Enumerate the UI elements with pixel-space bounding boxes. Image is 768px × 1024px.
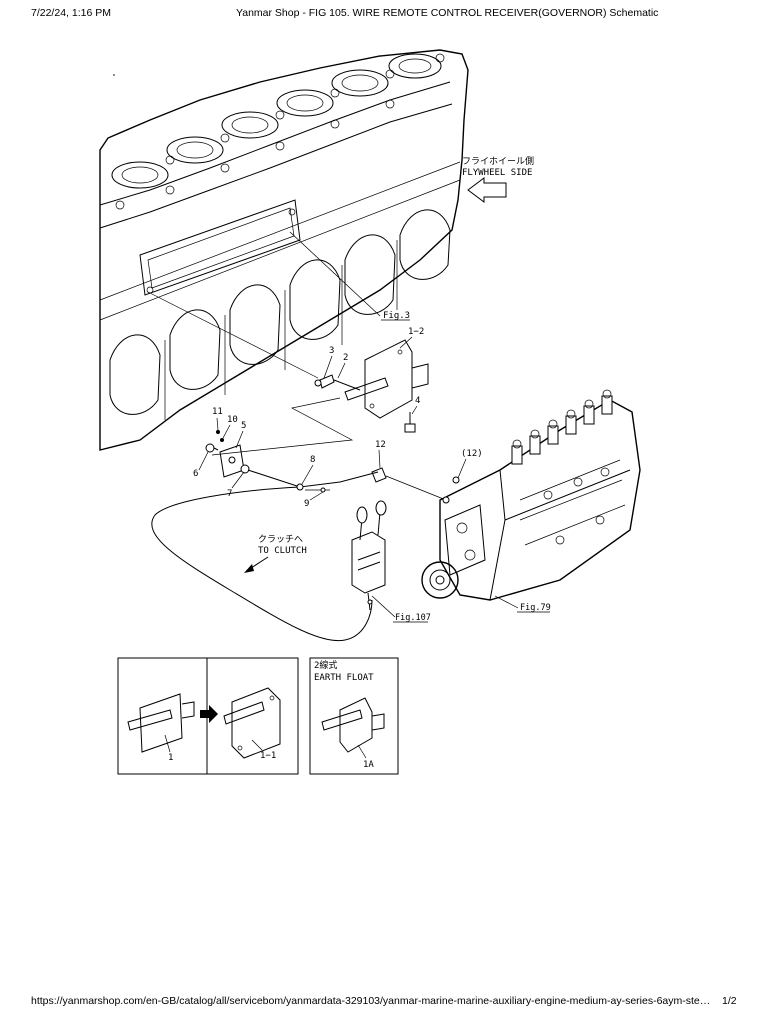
- flywheel-direction-arrow-icon: [467, 177, 507, 203]
- detail-box-bracket-replacement: [117, 657, 299, 775]
- fuel-injection-pump-illustration: [421, 389, 641, 601]
- callout-9: 9: [304, 499, 309, 509]
- callout-1: 1: [168, 753, 173, 763]
- callout-8: 8: [310, 455, 315, 465]
- callout-6: 6: [193, 469, 198, 479]
- detail-box-earth-float: 2線式 EARTH FLOAT: [309, 657, 399, 775]
- callout-5: 5: [241, 421, 246, 431]
- remote-control-head: [351, 500, 387, 611]
- bolt-part-4: [404, 412, 416, 433]
- replacement-arrow-icon: [200, 705, 218, 723]
- print-datetime: 7/22/24, 1:16 PM: [31, 7, 111, 19]
- callout-12: 12: [375, 440, 386, 450]
- callout-12-parenthetical: (12): [461, 449, 483, 459]
- print-page-title: Yanmar Shop - FIG 105. WIRE REMOTE CONTR…: [236, 7, 659, 19]
- to-clutch-en-label: TO CLUTCH: [258, 546, 307, 556]
- fig-107-reference: Fig.107: [395, 613, 431, 623]
- callout-2: 2: [343, 353, 348, 363]
- engine-block-illustration: [99, 49, 469, 451]
- flywheel-side-en-label: FLYWHEEL SIDE: [462, 168, 532, 178]
- print-page-number: 1/2: [722, 995, 737, 1007]
- flywheel-side-jp-label: フライホイール側: [462, 155, 534, 167]
- callout-3: 3: [329, 346, 334, 356]
- callout-1a: 1A: [363, 760, 374, 770]
- callout-1-2: 1−2: [408, 327, 424, 337]
- earth-float-jp-label: 2線式: [314, 659, 337, 671]
- flywheel-side-note: フライホイール側 FLYWHEEL SIDE: [462, 155, 534, 203]
- earth-float-en-label: EARTH FLOAT: [314, 673, 374, 683]
- print-url: https://yanmarshop.com/en-GB/catalog/all…: [31, 995, 711, 1007]
- callout-1-1: 1−1: [260, 751, 276, 761]
- fig-3-reference: Fig.3: [383, 311, 410, 321]
- callout-4: 4: [415, 396, 420, 406]
- lever-bracket-part-5: [205, 430, 250, 478]
- callout-7: 7: [227, 489, 232, 499]
- bracket-part-1-2: [344, 339, 429, 419]
- callout-11: 11: [212, 407, 223, 417]
- callout-10: 10: [227, 415, 238, 425]
- control-cable: [151, 467, 387, 642]
- rod-end-parts-2-3: [314, 374, 361, 391]
- fig-79-reference: Fig.79: [520, 603, 551, 613]
- to-clutch-jp-label: クラッチへ: [258, 534, 303, 545]
